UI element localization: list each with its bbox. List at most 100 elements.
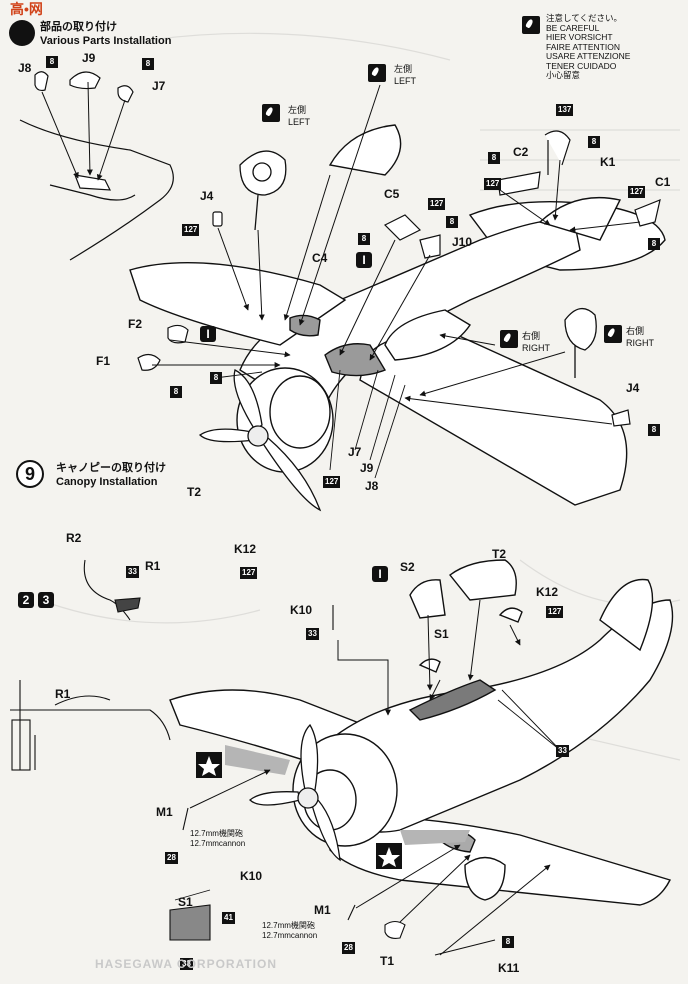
part-j4: J4 — [200, 189, 214, 203]
color-badge: 8 — [46, 56, 58, 68]
part-j7: J7 — [348, 445, 362, 459]
color-badge: 8 — [488, 152, 500, 164]
color-badge: 8 — [358, 233, 370, 245]
color-badge: 28 — [342, 942, 355, 954]
brush-icon — [262, 104, 280, 122]
part-j4: J4 — [626, 381, 640, 395]
part-k11: K11 — [498, 961, 520, 975]
color-badge: 137 — [556, 104, 574, 116]
part-j9: J9 — [82, 51, 96, 65]
part-s1: S1 — [434, 627, 449, 641]
part-r2: R2 — [66, 531, 82, 545]
color-badge: 127 — [484, 178, 502, 190]
color-badge: 8 — [502, 936, 514, 948]
right-label-ja: 右側 — [626, 326, 645, 336]
color-badge: 8 — [446, 216, 458, 228]
color-badge: 8 — [210, 372, 222, 384]
fuselage-detail — [19, 119, 174, 261]
right-label-en: RIGHT — [626, 338, 654, 348]
cannon-label-ja: 12.7mm機関砲 — [262, 921, 315, 930]
assembly-arrows-bottom — [189, 599, 551, 956]
color-badge: 33 — [180, 958, 193, 970]
color-badge: 8 — [170, 386, 182, 398]
part-f2: F2 — [128, 317, 143, 331]
part-t1: T1 — [380, 954, 395, 968]
color-badge: 33 — [306, 628, 319, 640]
color-badge: 127 — [323, 476, 341, 488]
color-badge: 127 — [428, 198, 446, 210]
step8-badge — [9, 20, 35, 46]
left-label-ja: 左側 — [394, 64, 413, 74]
part-j8: J8 — [18, 61, 32, 75]
color-badge: 127 — [546, 606, 564, 618]
part-k10: K10 — [240, 869, 263, 883]
color-badge: 8 — [648, 424, 660, 436]
cannon-label-en: 12.7mmcannon — [190, 839, 246, 848]
brush-icon — [604, 325, 622, 343]
step9-badge: 9 — [16, 460, 44, 488]
part-k10: K10 — [290, 603, 313, 617]
color-badge: 8 — [142, 58, 154, 70]
brush-icon — [522, 16, 540, 34]
part-m1: M1 — [156, 805, 173, 819]
color-badge: 127 — [628, 186, 646, 198]
step8-title-en: Various Parts Installation — [40, 35, 172, 47]
part-j7: J7 — [152, 79, 166, 93]
part-m1: M1 — [314, 903, 331, 917]
assembly-arrows — [41, 81, 641, 425]
footer-brand: HASEGAWA CORPORATION — [95, 957, 278, 971]
color-badge: 8 — [648, 238, 660, 250]
caution-text: 注意してください。 BE CAREFUL HIER VORSICHT FAIRE… — [546, 13, 631, 80]
aircraft-bottom — [169, 559, 674, 906]
part-f1: F1 — [96, 354, 111, 368]
color-badge: 127 — [182, 224, 200, 236]
part-c5: C5 — [384, 187, 400, 201]
part-k12: K12 — [234, 542, 257, 556]
propeller-icon-bottom — [249, 723, 341, 862]
option-mark-i: I — [200, 326, 216, 342]
step9-title-ja: キャノピーの取り付け — [56, 462, 166, 474]
watermark-logo: 高•网 — [10, 1, 43, 17]
color-badge: 8 — [588, 136, 600, 148]
step8-title-ja: 部品の取り付け — [40, 21, 117, 33]
part-t2: T2 — [187, 485, 202, 499]
part-j10: J10 — [452, 235, 473, 249]
color-badge: 28 — [165, 852, 178, 864]
color-badge: 127 — [240, 567, 258, 579]
left-label-en: LEFT — [288, 117, 311, 127]
option-mark-3: 3 — [38, 592, 54, 608]
star-insignia-icon — [196, 752, 402, 869]
right-label-ja: 右側 — [522, 331, 541, 341]
option-mark-i: I — [372, 566, 388, 582]
left-label-en: LEFT — [394, 76, 417, 86]
part-j8: J8 — [365, 479, 379, 493]
right-label-en: RIGHT — [522, 343, 550, 353]
propeller-icon — [198, 369, 322, 512]
part-c2: C2 — [513, 145, 529, 159]
part-k12: K12 — [536, 585, 559, 599]
leader-lines — [214, 369, 406, 479]
part-c1: C1 — [655, 175, 671, 189]
part-j9: J9 — [360, 461, 374, 475]
color-badge: 41 — [222, 912, 235, 924]
option-mark-i: I — [356, 252, 372, 268]
cannon-label-ja: 12.7mm機関砲 — [190, 829, 243, 838]
cannon-label-en: 12.7mmcannon — [262, 931, 318, 940]
left-label-ja: 左側 — [288, 105, 307, 115]
part-r1: R1 — [145, 559, 161, 573]
color-badge: 33 — [556, 745, 569, 757]
part-s2: S2 — [400, 560, 415, 574]
step9-title-en: Canopy Installation — [56, 476, 158, 488]
aircraft-top — [129, 124, 666, 506]
leader-lines-bottom — [174, 689, 561, 901]
brush-icon — [368, 64, 386, 82]
part-s1: S1 — [178, 895, 193, 909]
insignia-areas — [225, 745, 470, 845]
part-k1: K1 — [600, 155, 616, 169]
step9-small-parts — [83, 559, 496, 956]
color-badge: 33 — [126, 566, 139, 578]
part-c4: C4 — [312, 251, 328, 265]
r1-inset — [10, 680, 171, 771]
